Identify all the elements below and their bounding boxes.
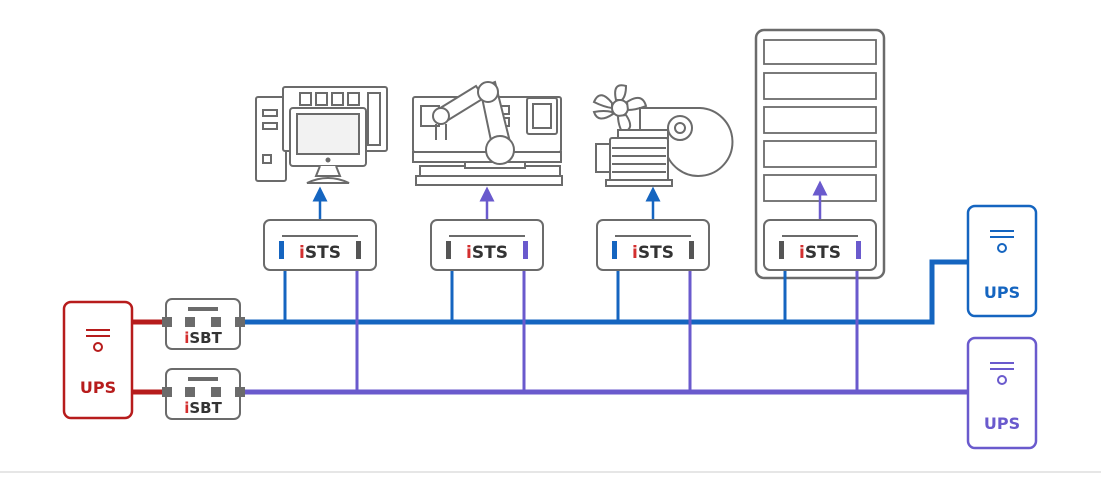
ups-blue-label: UPS [984,283,1020,302]
ups-purple-label: UPS [984,414,1020,433]
robotic-arm-machine-icon [412,80,563,186]
ups-red-label: UPS [80,378,116,397]
ups-purple: UPS [966,336,1038,450]
isbt-label-2: iSBT [184,399,222,417]
ists-label-2: iSTS [466,243,508,263]
ists-label-3: iSTS [632,243,674,263]
ists-module-3: iSTS [596,219,710,271]
ups-red-status-icon [86,329,110,352]
ists-module-1: iSTS [263,219,377,271]
server-rack-icon [754,28,886,280]
ists-output-arrows [312,180,828,236]
ups-purple-status-icon [990,362,1014,385]
computer-workstation-icon [255,86,388,184]
ups-blue-status-icon [990,230,1014,253]
red-ups-links [133,319,168,395]
isbt-module-1: iSBT [162,298,245,350]
ists-feed-b-drops [355,250,859,392]
ups-red: UPS [62,300,134,420]
ists-label-1: iSTS [299,243,341,263]
ists-module-4: iSTS [763,219,877,271]
fan-motor-icon [592,84,734,187]
feed-a-bus [240,259,968,325]
ists-module-2: iSTS [430,219,544,271]
ups-blue: UPS [966,204,1038,318]
isbt-label-1: iSBT [184,329,222,347]
isbt-module-2: iSBT [162,368,245,420]
ists-label-4: iSTS [799,243,841,263]
